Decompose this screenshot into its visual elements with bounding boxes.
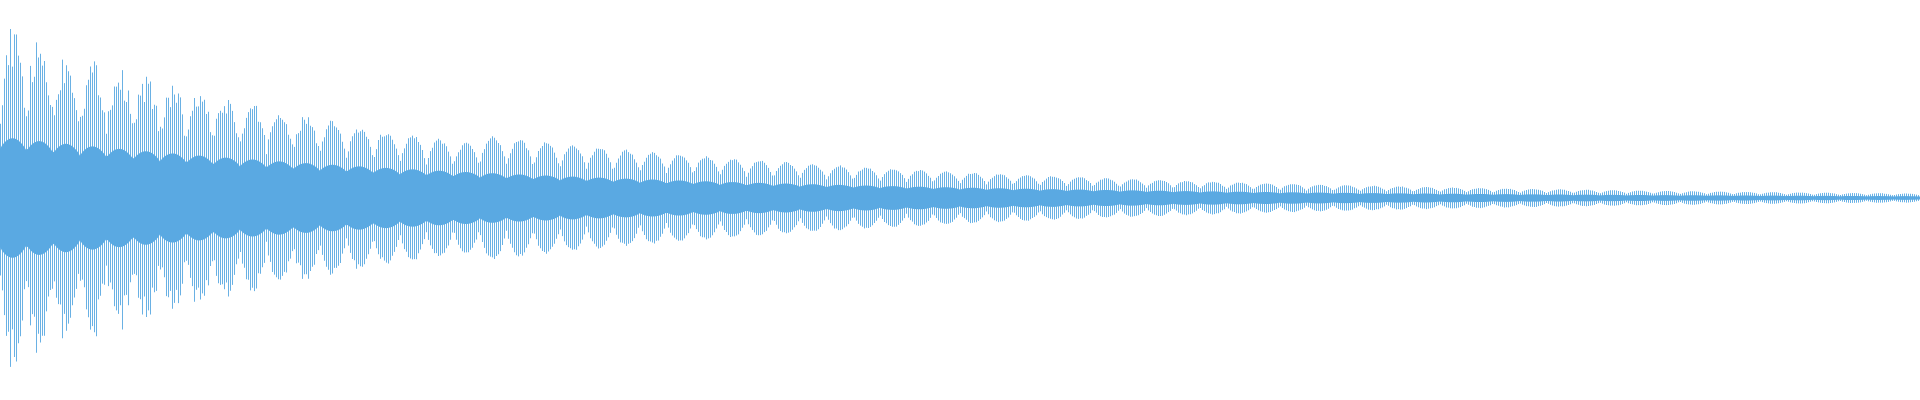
waveform-envelope: [0, 138, 1920, 258]
waveform-strokes: [0, 29, 1919, 367]
waveform-stroke-path: [0, 29, 1919, 367]
